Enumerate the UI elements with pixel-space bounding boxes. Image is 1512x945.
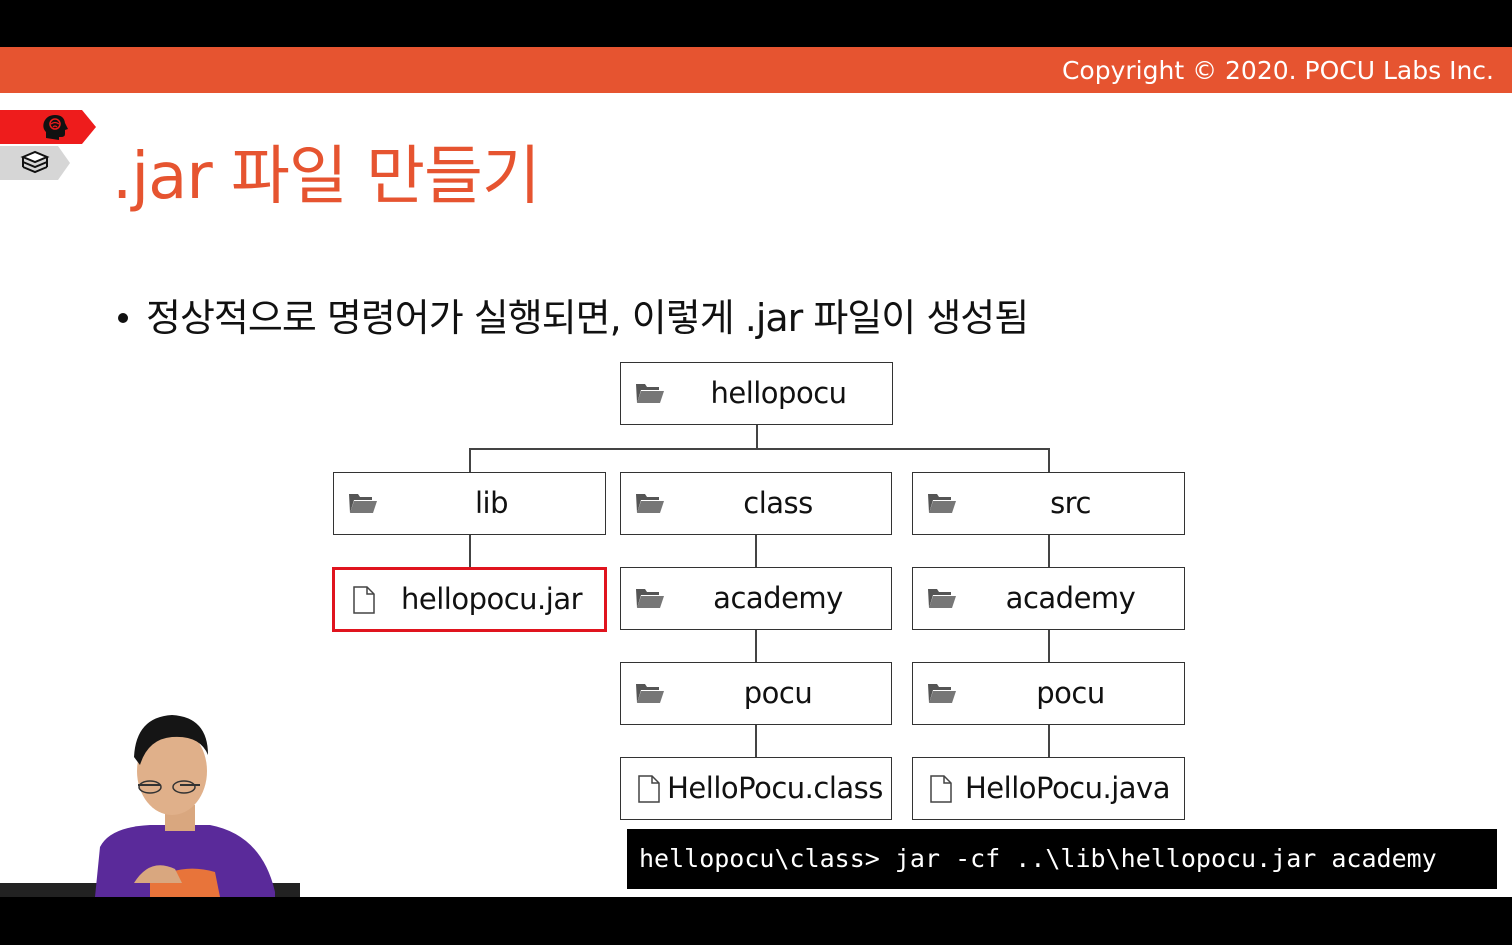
file-node-hellopocu-java[interactable]: HelloPocu.java xyxy=(912,757,1185,820)
file-icon xyxy=(930,775,952,803)
tab-materials[interactable] xyxy=(0,146,70,180)
folder-icon xyxy=(928,684,956,703)
node-label: src xyxy=(1050,486,1091,520)
slide-title: .jar 파일 만들기 xyxy=(112,140,541,214)
connector xyxy=(469,448,1050,450)
brain-head-icon xyxy=(43,115,68,140)
folder-node-src-academy[interactable]: academy xyxy=(912,567,1185,630)
connector xyxy=(755,630,757,662)
node-label: pocu xyxy=(743,676,813,710)
tab-lecture[interactable] xyxy=(0,110,96,144)
bullet-text: 정상적으로 명령어가 실행되면, 이렇게 .jar 파일이 생성됨 xyxy=(146,296,1029,340)
file-node-hellopocu-jar[interactable]: hellopocu.jar xyxy=(332,567,607,632)
connector xyxy=(755,535,757,567)
folder-node-lib[interactable]: lib xyxy=(333,472,606,535)
folder-node-class[interactable]: class xyxy=(620,472,892,535)
connector xyxy=(1048,725,1050,757)
presenter-video xyxy=(0,715,300,897)
connector xyxy=(1048,535,1050,567)
connector xyxy=(755,725,757,757)
node-label: lib xyxy=(474,486,509,520)
node-label: hellopocu.jar xyxy=(400,582,583,616)
folder-icon xyxy=(636,494,664,513)
connector xyxy=(756,425,758,449)
bullet-dot xyxy=(118,312,128,323)
file-node-hellopocu-class[interactable]: HelloPocu.class xyxy=(620,757,892,820)
node-label: class xyxy=(743,486,813,520)
folder-icon xyxy=(636,684,664,703)
folder-node-src[interactable]: src xyxy=(912,472,1185,535)
folder-node-class-pocu[interactable]: pocu xyxy=(620,662,892,725)
node-label: academy xyxy=(713,581,843,615)
connector xyxy=(1048,448,1050,472)
connector xyxy=(469,535,471,567)
books-stack-icon xyxy=(20,150,50,174)
node-label: pocu xyxy=(1036,676,1105,710)
folder-icon xyxy=(928,589,956,608)
header-bar: Copyright © 2020. POCU Labs Inc. xyxy=(0,47,1512,93)
node-label: hellopocu xyxy=(710,376,847,410)
bullet-item: 정상적으로 명령어가 실행되면, 이렇게 .jar 파일이 생성됨 xyxy=(118,287,1029,342)
copyright-text: Copyright © 2020. POCU Labs Inc. xyxy=(1061,56,1494,85)
node-label: HelloPocu.java xyxy=(964,771,1171,805)
command-line: hellopocu\class> jar -cf ..\lib\hellopoc… xyxy=(627,829,1497,889)
node-label: HelloPocu.class xyxy=(667,771,883,805)
node-label: academy xyxy=(1005,581,1136,615)
file-icon xyxy=(353,586,375,614)
connector xyxy=(1048,630,1050,662)
file-icon xyxy=(638,775,660,803)
folder-node-hellopocu[interactable]: hellopocu xyxy=(620,362,893,425)
folder-icon xyxy=(928,494,956,513)
folder-icon xyxy=(636,384,664,403)
folder-node-class-academy[interactable]: academy xyxy=(620,567,892,630)
folder-node-src-pocu[interactable]: pocu xyxy=(912,662,1185,725)
folder-icon xyxy=(349,494,377,513)
connector xyxy=(469,448,471,472)
folder-icon xyxy=(636,589,664,608)
slide: Copyright © 2020. POCU Labs Inc. .jar 파일… xyxy=(0,47,1512,897)
